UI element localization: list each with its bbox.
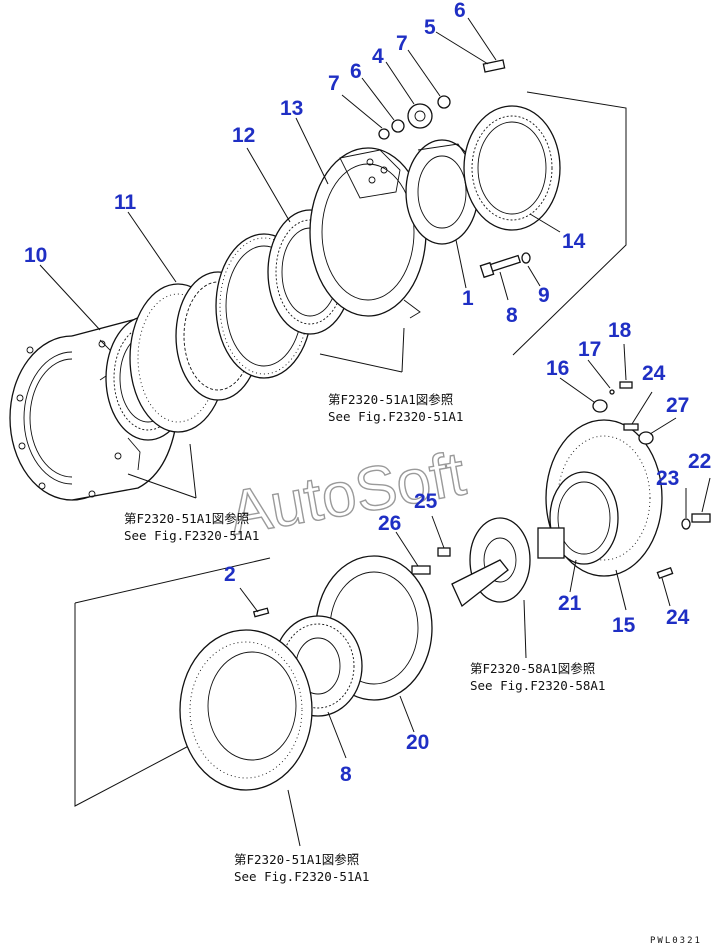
label-part-15: 14	[562, 230, 586, 253]
label-part-2: 2	[224, 563, 236, 586]
reference-3-en: See Fig.F2320-58A1	[470, 678, 605, 693]
label-part-12: 11	[114, 191, 137, 214]
label-part-25: 25	[414, 490, 438, 513]
drawing-code: PWL0321	[650, 936, 702, 946]
reference-arrows	[127, 327, 527, 847]
label-part-26: 26	[378, 512, 401, 535]
label-part-5: 6	[454, 0, 466, 22]
reference-2-en: See Fig.F2320-51A1	[124, 528, 259, 543]
label-part-1: 1	[462, 287, 474, 310]
part-ring-gear-15	[463, 105, 561, 231]
part-plate-2	[179, 607, 313, 791]
label-part-27: 27	[666, 394, 689, 417]
label-part-19: 18	[608, 319, 632, 342]
part-small-hardware-top	[378, 59, 506, 140]
label-part-7a: 7	[396, 32, 408, 55]
reference-1-en: See Fig.F2320-51A1	[328, 409, 463, 424]
label-part-6: 6	[350, 60, 362, 83]
label-part-7b: 7	[328, 72, 340, 95]
label-part-23: 23	[656, 467, 679, 490]
label-part-4: 5	[424, 16, 436, 39]
label-part-16: 15	[612, 614, 636, 637]
part-small-hardware-right	[592, 381, 711, 580]
frame-lines	[74, 91, 627, 807]
figure-references: 第F2320-51A1図参照 See Fig.F2320-51A1 第F2320…	[124, 392, 605, 884]
label-part-21: 21	[558, 592, 582, 615]
reference-4-en: See Fig.F2320-51A1	[234, 869, 369, 884]
label-part-8: 8	[340, 763, 352, 786]
label-part-10: 9	[538, 284, 550, 307]
part-hub-shaft	[411, 517, 565, 608]
part-bolt-9-washer-10	[479, 252, 531, 279]
part-number-labels: 6 5 7 4 6 7 13 12 11 10 14 1 8 9 18 17 1…	[24, 0, 711, 786]
label-part-3: 4	[372, 45, 384, 68]
label-part-22: 22	[688, 450, 711, 473]
reference-4-jp: 第F2320-51A1図参照	[234, 852, 359, 867]
leader-lines	[39, 17, 711, 759]
label-part-24b: 24	[666, 606, 690, 629]
reference-1-jp: 第F2320-51A1図参照	[328, 392, 453, 407]
reference-2-jp: 第F2320-51A1図参照	[124, 511, 249, 526]
label-part-24a: 24	[642, 362, 666, 385]
label-part-14: 13	[280, 97, 303, 120]
label-part-20: 20	[406, 731, 429, 754]
label-part-18: 17	[578, 338, 601, 361]
label-part-17: 16	[546, 357, 569, 380]
label-part-9: 8	[506, 304, 518, 327]
label-part-13: 12	[232, 124, 255, 147]
label-part-11: 10	[24, 244, 47, 267]
part-cover-16	[545, 419, 663, 577]
reference-3-jp: 第F2320-58A1図参照	[470, 661, 595, 676]
